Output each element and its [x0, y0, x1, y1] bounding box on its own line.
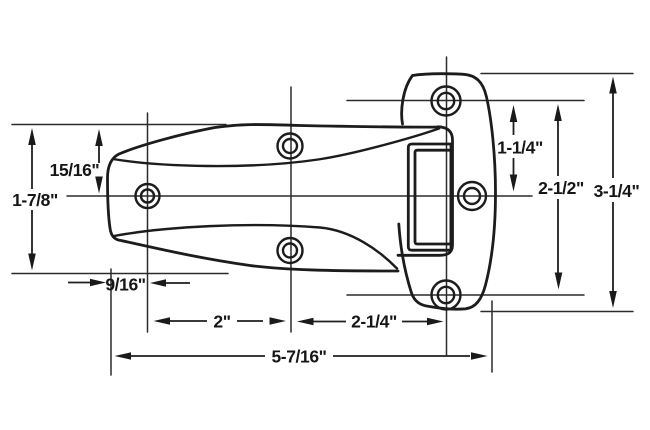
strap-top-bevel-line [111, 127, 441, 168]
strap-hole-left [134, 182, 161, 210]
dim-label-strap-end-height: 1-7/8" [12, 190, 58, 210]
plate-hole-bottom [430, 279, 462, 311]
dim-label-overall-length: 5-7/16" [271, 347, 326, 367]
dim-label-first-to-middle-holes: 2" [213, 312, 230, 332]
dim-label-tip-to-first-hole: 9/16" [105, 275, 145, 295]
slot-outer-rectangle [406, 142, 453, 252]
strap-hole-lower-middle [276, 236, 304, 265]
mounting-plate-outline [397, 72, 497, 311]
dimension-arrows [28, 76, 617, 360]
strap-hole-upper-middle [276, 132, 304, 160]
dimension-labels: 15/16" 1-7/8" 9/16" 2" 2-1/4" 5-7/16" 1-… [12, 138, 640, 367]
strap-bottom-bevel-line [112, 223, 399, 270]
hinge-part-outlines [106, 72, 497, 311]
dim-label-plate-hole-spacing: 2-1/2" [538, 178, 584, 198]
slot-inner-rectangle [413, 148, 453, 246]
dim-label-plate-height: 3-1/4" [594, 181, 640, 201]
extension-and-center-lines [11, 56, 634, 376]
screw-holes [134, 85, 488, 311]
plate-hole-middle [456, 180, 488, 212]
dim-label-plate-top-hole-to-middle: 1-1/4" [497, 138, 543, 158]
dim-label-middle-holes-to-plate: 2-1/4" [351, 312, 397, 332]
dim-label-taper-height: 15/16" [50, 160, 100, 180]
strap-leaf-outline [106, 123, 443, 273]
receptacle-head-outline [396, 125, 454, 257]
plate-hole-top [430, 85, 462, 117]
